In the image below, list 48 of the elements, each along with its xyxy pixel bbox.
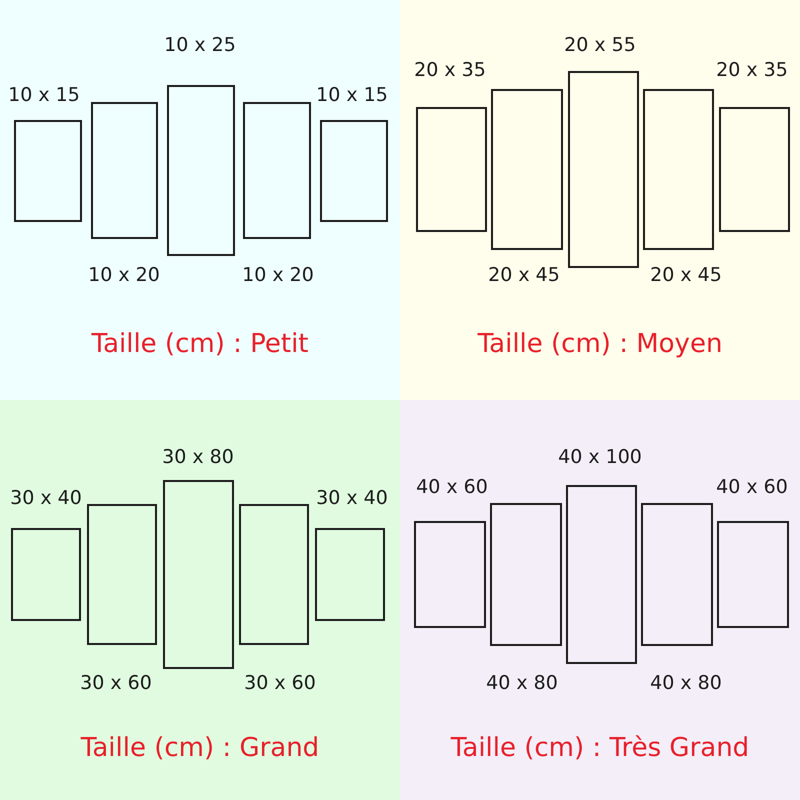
canvas-panel-box <box>490 503 562 646</box>
dimension-label: 10 x 15 <box>316 84 388 106</box>
size-panel <box>400 0 800 400</box>
canvas-panel-box <box>416 107 487 232</box>
dimension-label: 30 x 40 <box>316 487 388 509</box>
dimension-label: 10 x 20 <box>242 264 314 286</box>
size-panel <box>400 400 800 800</box>
size-caption: Taille (cm) : Très Grand <box>450 732 750 764</box>
canvas-panel-box <box>11 528 81 621</box>
canvas-panel-box <box>643 89 714 250</box>
canvas-panel-box <box>717 521 789 628</box>
dimension-label: 30 x 60 <box>80 672 152 694</box>
canvas-panel-box <box>163 480 234 669</box>
canvas-panel-box <box>719 107 790 232</box>
dimension-label: 40 x 60 <box>416 476 488 498</box>
canvas-panel-box <box>320 120 388 222</box>
canvas-panel-box <box>167 85 235 256</box>
canvas-panel-box <box>239 504 309 645</box>
canvas-panel-box <box>243 102 311 239</box>
canvas-panel-box <box>568 71 639 268</box>
dimension-label: 30 x 40 <box>10 487 82 509</box>
dimension-label: 20 x 45 <box>488 264 560 286</box>
canvas-panel-box <box>641 503 713 646</box>
dimension-label: 10 x 25 <box>164 34 236 56</box>
dimension-label: 20 x 55 <box>564 34 636 56</box>
canvas-panel-box <box>315 528 385 621</box>
canvas-panel-box <box>414 521 486 628</box>
canvas-panel-box <box>491 89 563 250</box>
size-caption: Taille (cm) : Grand <box>80 732 320 764</box>
dimension-label: 40 x 100 <box>558 446 642 468</box>
size-caption: Taille (cm) : Petit <box>92 328 308 360</box>
dimension-label: 30 x 80 <box>162 446 234 468</box>
canvas-panel-box <box>87 504 157 645</box>
canvas-panel-box <box>91 102 158 239</box>
size-caption: Taille (cm) : Moyen <box>478 328 722 360</box>
dimension-label: 20 x 35 <box>716 59 788 81</box>
size-panel <box>0 0 400 400</box>
dimension-label: 40 x 80 <box>486 672 558 694</box>
canvas-panel-box <box>566 485 637 664</box>
dimension-label: 40 x 80 <box>650 672 722 694</box>
dimension-label: 30 x 60 <box>244 672 316 694</box>
dimension-label: 20 x 35 <box>414 59 486 81</box>
size-panel <box>0 400 400 800</box>
dimension-label: 40 x 60 <box>716 476 788 498</box>
dimension-label: 10 x 20 <box>88 264 160 286</box>
dimension-label: 10 x 15 <box>8 84 80 106</box>
dimension-label: 20 x 45 <box>650 264 722 286</box>
canvas-panel-box <box>14 120 82 222</box>
